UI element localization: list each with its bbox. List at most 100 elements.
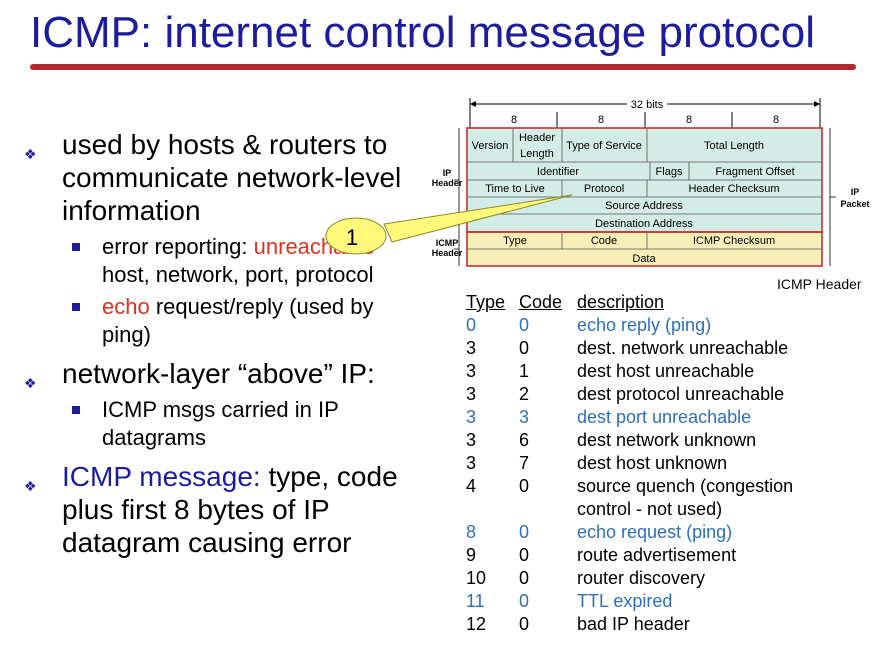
bit-label: 8 xyxy=(598,114,604,126)
bit-label: 8 xyxy=(686,114,692,126)
ip-packet-side-label: IP xyxy=(851,187,860,197)
cell-code: 0 xyxy=(519,522,530,542)
square-bullet-icon xyxy=(72,243,80,251)
field-version: Version xyxy=(472,140,509,152)
field-icmp-type: Type xyxy=(503,235,527,247)
ip-packet-side-label: Packet xyxy=(840,199,869,209)
cell-description: bad IP header xyxy=(577,614,690,634)
field-data: Data xyxy=(632,253,656,265)
icmp-header-side-label: ICMP xyxy=(436,238,459,248)
cell-description: dest host unreachable xyxy=(577,361,755,381)
bullet-item: ❖ used by hosts & routers to communicate… xyxy=(20,128,420,227)
cell-description: dest port unreachable xyxy=(577,407,752,427)
cell-type: 3 xyxy=(466,384,477,404)
cell-type: 3 xyxy=(466,338,477,358)
ip-header-side-label: Header xyxy=(432,178,463,188)
cell-type: 11 xyxy=(466,591,485,611)
bullet-item: ❖ ICMP message: type, code plus first 8 … xyxy=(20,460,420,559)
field-flags: Flags xyxy=(656,166,683,178)
cell-type: 12 xyxy=(466,614,487,634)
sub-bullet-item: ICMP msgs carried in IP datagrams xyxy=(20,396,420,452)
cell-code: 6 xyxy=(519,430,530,450)
cell-code: 0 xyxy=(519,568,530,588)
highlight-echo: echo xyxy=(102,294,150,319)
diamond-bullet-icon: ❖ xyxy=(24,146,37,162)
table-row: 3 6 dest network unknown xyxy=(466,429,866,452)
col-header-description: description xyxy=(577,292,665,312)
title-underline xyxy=(30,64,856,70)
icmp-header-side-label: Header xyxy=(432,248,463,258)
cell-description: route advertisement xyxy=(577,545,737,565)
icmp-message-label: ICMP message: xyxy=(62,461,261,492)
field-destination-address: Destination Address xyxy=(595,218,693,230)
cell-type: 3 xyxy=(466,430,477,450)
cell-type: 8 xyxy=(466,522,477,542)
highlight-unreachable: unreachable xyxy=(253,234,375,259)
table-row: 3 2 dest protocol unreachable xyxy=(466,383,866,406)
cell-description: echo reply (ping) xyxy=(577,315,712,335)
ip-header-side-label: IP xyxy=(443,168,452,178)
field-fragment-offset: Fragment Offset xyxy=(715,166,794,178)
cell-description: router discovery xyxy=(577,568,706,588)
cell-code: 0 xyxy=(519,614,530,634)
cell-code: 0 xyxy=(519,591,530,611)
field-time-to-live: Time to Live xyxy=(485,183,545,195)
bit-label: 8 xyxy=(511,114,517,126)
cell-code: 2 xyxy=(519,384,530,404)
cell-code: 0 xyxy=(519,545,530,565)
cell-type: 10 xyxy=(466,568,487,588)
field-protocol: Protocol xyxy=(584,183,624,195)
cell-code: 0 xyxy=(519,476,530,496)
cell-code: 0 xyxy=(519,315,530,335)
table-row: 8 0 echo request (ping) xyxy=(466,521,866,544)
sub-bullet-text: ICMP msgs carried in IP datagrams xyxy=(102,397,339,450)
icmp-header-area xyxy=(467,232,822,266)
col-header-type: Type xyxy=(466,292,506,312)
sub-bullet-text: host, network, port, protocol xyxy=(102,262,374,287)
square-bullet-icon xyxy=(72,303,80,311)
field-type-of-service: Type of Service xyxy=(566,140,642,152)
bullet-text: type, code plus first 8 bytes of IP data… xyxy=(62,461,398,558)
bullet-list: ❖ used by hosts & routers to communicate… xyxy=(20,128,420,565)
icmp-type-table: Type Code description 0 0 echo reply (ping… xyxy=(466,291,866,636)
field-icmp-checksum: ICMP Checksum xyxy=(693,235,775,247)
table-row: 3 1 dest host unreachable xyxy=(466,360,866,383)
col-header-code: Code xyxy=(519,292,563,312)
cell-description: dest network unknown xyxy=(577,430,757,450)
table-row: 0 0 echo reply (ping) xyxy=(466,314,866,337)
sub-bullet-text: request/reply (used by ping) xyxy=(102,294,374,347)
bullet-item: ❖ network-layer “above” IP: xyxy=(20,357,420,391)
cell-description: TTL expired xyxy=(577,591,673,611)
field-header-checksum: Header Checksum xyxy=(688,183,779,195)
cell-description: source quench (congestion xyxy=(577,476,794,496)
field-source-address: Source Address xyxy=(605,200,683,212)
cell-type: 3 xyxy=(466,453,477,473)
table-body: 0 0 echo reply (ping) 3 0 dest. network unrea… xyxy=(466,314,866,636)
cell-type: 9 xyxy=(466,545,477,565)
field-identifier: Identifier xyxy=(537,166,580,178)
cell-description: dest protocol unreachable xyxy=(577,384,785,404)
diamond-bullet-icon: ❖ xyxy=(24,478,37,494)
width-label: 32 bits xyxy=(631,99,664,111)
table-row: 4 0 source quench (congestion xyxy=(466,475,866,498)
cell-type: 0 xyxy=(466,315,477,335)
sub-bullet-item: echo request/reply (used by ping) xyxy=(20,293,420,349)
cell-type: 4 xyxy=(466,476,477,496)
cell-code: 3 xyxy=(519,407,530,427)
cell-code: 0 xyxy=(519,338,530,358)
field-total-length: Total Length xyxy=(704,140,764,152)
table-row: control - not used) xyxy=(466,498,866,521)
field-icmp-code: Code xyxy=(591,235,617,247)
cell-type: 3 xyxy=(466,361,477,381)
sub-bullet-item: error reporting: unreachable host, netwo… xyxy=(20,233,420,289)
table-row: 11 0 TTL expired xyxy=(466,590,866,613)
cell-description: echo request (ping) xyxy=(577,522,733,542)
cell-description: dest. network unreachable xyxy=(577,338,789,358)
cell-code: 1 xyxy=(519,361,530,381)
sub-bullet-text: error reporting: xyxy=(102,234,248,259)
page-title: ICMP: internet control message protocol xyxy=(30,8,816,57)
bullet-text: used by hosts & routers to communicate n… xyxy=(62,129,402,226)
table-row: 12 0 bad IP header xyxy=(466,613,866,636)
